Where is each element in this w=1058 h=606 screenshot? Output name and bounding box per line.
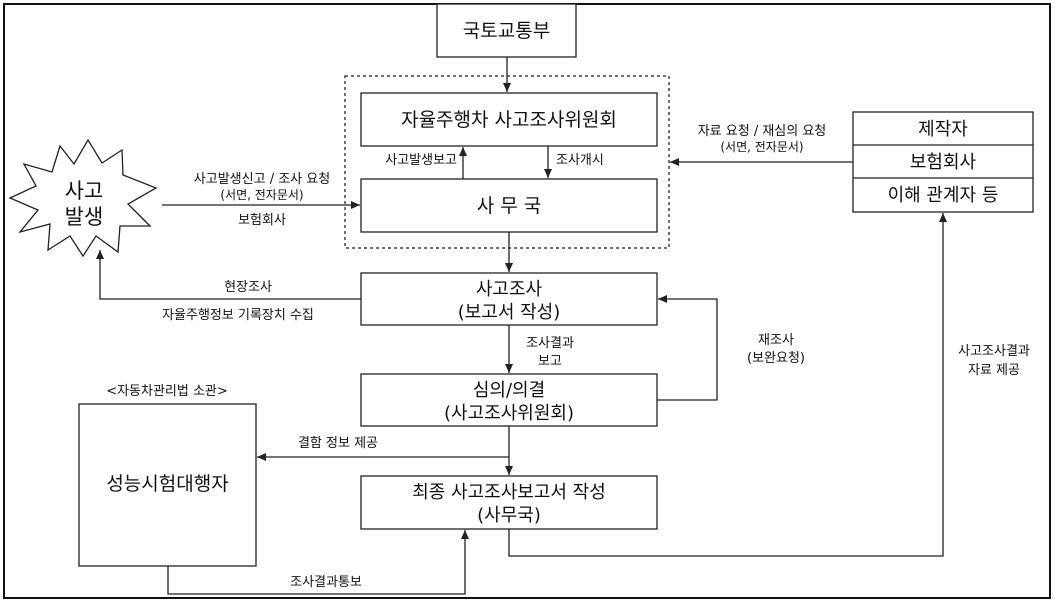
stakeholders-box: 제작자 보험회사 이해 관계자 등 [852, 111, 1034, 213]
final-report-box: 최종 사고조사보고서 작성 (사무국) [360, 475, 658, 530]
result-report-label-1: 조사결과 [526, 336, 574, 351]
deliberation-label-1: 심의/의결 [473, 380, 545, 401]
result-notice-label: 조사결과통보 [290, 575, 362, 590]
final-report-label-2: (사무국) [477, 505, 541, 526]
office-label: 사 무 국 [477, 195, 542, 217]
defect-info-label: 결함 정보 제공 [298, 436, 378, 451]
start-investigation-label: 조사개시 [556, 153, 604, 168]
stakeholder-insurer: 보험회사 [910, 152, 977, 173]
connectors [96, 57, 947, 595]
accident-burst: 사고 발생 [8, 138, 158, 258]
report-up-label: 사고발생보고 [385, 153, 457, 168]
accident-label-1: 사고 [65, 179, 104, 203]
committee-label: 자율주행차 사고조사위원회 [401, 109, 617, 131]
stakeholder-manufacturer: 제작자 [918, 119, 968, 140]
office-box: 사 무 국 [360, 178, 658, 233]
testing-agency-box: 성능시험대행자 [78, 403, 257, 567]
investigation-label-1: 사고조사 [476, 279, 543, 300]
accident-report-label-2: (서면, 전자문서) [220, 188, 303, 202]
final-report-label-1: 최종 사고조사보고서 작성 [412, 482, 606, 503]
site-investigation-label: 현장조사 [224, 280, 272, 295]
result-data-label-1: 사고조사결과 [958, 344, 1030, 359]
result-data-label-2: 자료 제공 [968, 363, 1020, 378]
molit-box: 국토교통부 [436, 3, 577, 58]
accident-report-label-1: 사고발생신고 / 조사 요청 [194, 172, 330, 187]
data-request-label-1: 자료 요청 / 재심의 요청 [698, 124, 827, 139]
reinvestigation-label-1: 재조사 [758, 333, 794, 348]
deliberation-box: 심의/의결 (사고조사위원회) [360, 373, 658, 427]
committee-box: 자율주행차 사고조사위원회 [360, 92, 658, 147]
accident-label-2: 발생 [65, 205, 104, 229]
investigation-label-2: (보고서 작성) [458, 302, 561, 323]
result-report-label-2: 보고 [538, 354, 562, 369]
investigation-box: 사고조사 (보고서 작성) [360, 272, 658, 326]
recorder-collection-label: 자율주행정보 기록장치 수집 [162, 307, 314, 323]
reinvestigation-label-2: (보완요청) [747, 351, 805, 366]
insurer-label: 보험회사 [238, 213, 286, 228]
deliberation-label-2: (사고조사위원회) [444, 403, 574, 424]
molit-label: 국토교통부 [463, 20, 550, 42]
jurisdiction-label: <자동차관리법 소관> [106, 384, 228, 399]
stakeholder-others: 이해 관계자 등 [888, 185, 999, 206]
testing-agency-label: 성능시험대행자 [106, 473, 228, 495]
data-request-label-2: (서면, 전자문서) [720, 140, 803, 154]
